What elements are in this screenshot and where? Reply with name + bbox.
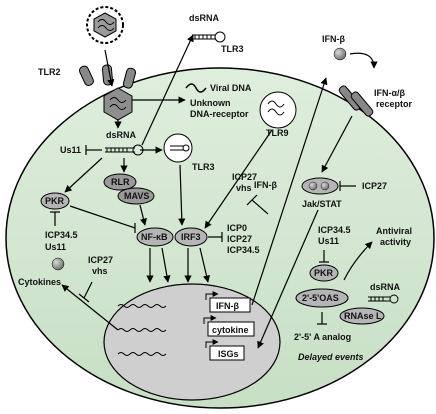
tlr2-receptor-icon bbox=[78, 64, 137, 89]
unknown-receptor-label-2: DNA-receptor bbox=[190, 109, 249, 119]
cytokine-ball-icon bbox=[51, 257, 65, 271]
ifnb-top-ball-icon bbox=[333, 47, 347, 61]
jakstat-label: Jak/STAT bbox=[302, 199, 342, 209]
mavs-box bbox=[117, 187, 155, 205]
icp27-vhs-mid-label-1: ICP27 bbox=[232, 172, 257, 182]
gene-cytokine: cytokine bbox=[117, 315, 255, 337]
irf3-label: IRF3 bbox=[181, 232, 201, 242]
delayed-events-label: Delayed events bbox=[298, 352, 364, 362]
tlr2-label: TLR2 bbox=[38, 67, 61, 77]
us11-left-label: Us11 bbox=[60, 145, 81, 155]
ifnb-mid-label: IFN-β bbox=[254, 180, 277, 190]
pkr-left-box bbox=[40, 192, 70, 210]
gene-ifnb: IFN-β bbox=[117, 291, 251, 313]
rnase-l-label: RNAse L bbox=[344, 311, 382, 321]
gene-isgs-label: ISGs bbox=[218, 349, 239, 359]
oas-box bbox=[295, 288, 349, 308]
dsrna-right-icon bbox=[368, 296, 390, 302]
icp345-left-label: ICP34.5 bbox=[45, 230, 78, 240]
viral-dna-icon bbox=[185, 83, 207, 93]
pkr-left-label: PKR bbox=[45, 196, 65, 206]
pkr-right-box bbox=[309, 264, 339, 282]
mavs-label: MAVS bbox=[124, 191, 149, 201]
pkr-right-label: PKR bbox=[314, 268, 334, 278]
rnase-l-box bbox=[339, 307, 385, 325]
dsrna-top-icon bbox=[192, 34, 216, 40]
endosome-tlr9 bbox=[259, 91, 297, 129]
icp27-left-low-label-1: ICP27 bbox=[88, 255, 113, 265]
nucleus bbox=[103, 283, 281, 401]
irf3-box bbox=[174, 227, 208, 247]
icp27-mid-label: ICP27 bbox=[227, 234, 252, 244]
dsrna-center-icon bbox=[105, 147, 135, 153]
virus-particle-icon bbox=[86, 6, 124, 44]
icp345-right-label: ICP34.5 bbox=[318, 225, 351, 235]
antiviral-label-2: activity bbox=[380, 237, 411, 247]
rlr-box bbox=[103, 173, 137, 191]
tlr3-center-label: TLR3 bbox=[192, 162, 215, 172]
unknown-receptor-label-1: Unknown bbox=[190, 98, 231, 108]
ifnab-receptor-label-1: IFN-α/β bbox=[374, 88, 406, 98]
capsid-icon bbox=[103, 87, 133, 121]
cytokines-label: Cytokines bbox=[18, 277, 61, 287]
tlr9-label: TLR9 bbox=[266, 128, 289, 138]
icp27-right-label: ICP27 bbox=[362, 181, 387, 191]
endosome-tlr3 bbox=[163, 133, 193, 163]
dsrna-right-label: dsRNA bbox=[370, 282, 401, 292]
icp27-left-low-label-2: vhs bbox=[92, 266, 108, 276]
icp0-label: ICP0 bbox=[227, 223, 247, 233]
tlr3-top-label: TLR3 bbox=[221, 44, 244, 54]
icp345-mid-label: ICP34.5 bbox=[227, 245, 260, 255]
gene-cytokine-label: cytokine bbox=[212, 325, 249, 335]
jakstat-complex-icon bbox=[301, 177, 339, 195]
dsrna-top-label: dsRNA bbox=[189, 13, 220, 23]
antiviral-label-1: Antiviral bbox=[376, 226, 412, 236]
ifnab-receptor-icon bbox=[338, 85, 374, 117]
us11-right-label: Us11 bbox=[318, 236, 339, 246]
dsrna-center-label: dsRNA bbox=[106, 130, 137, 140]
gene-ifnb-label: IFN-β bbox=[216, 301, 239, 311]
ifnab-receptor-label-2: receptor bbox=[376, 99, 413, 109]
us11-bottom-left-label: Us11 bbox=[45, 242, 66, 252]
oas-label: 2'-5'OAS bbox=[302, 293, 339, 303]
nfkb-box bbox=[136, 227, 174, 247]
nfkb-label: NF-κB bbox=[141, 232, 168, 242]
analog-label: 2'-5' A analog bbox=[294, 332, 351, 342]
viral-dna-label: Viral DNA bbox=[210, 83, 252, 93]
icp27-vhs-mid-label-2: vhs bbox=[236, 183, 252, 193]
gene-isgs: ISGs bbox=[117, 339, 245, 361]
ifnb-top-label: IFN-β bbox=[322, 34, 345, 44]
rlr-label: RLR bbox=[111, 177, 130, 187]
